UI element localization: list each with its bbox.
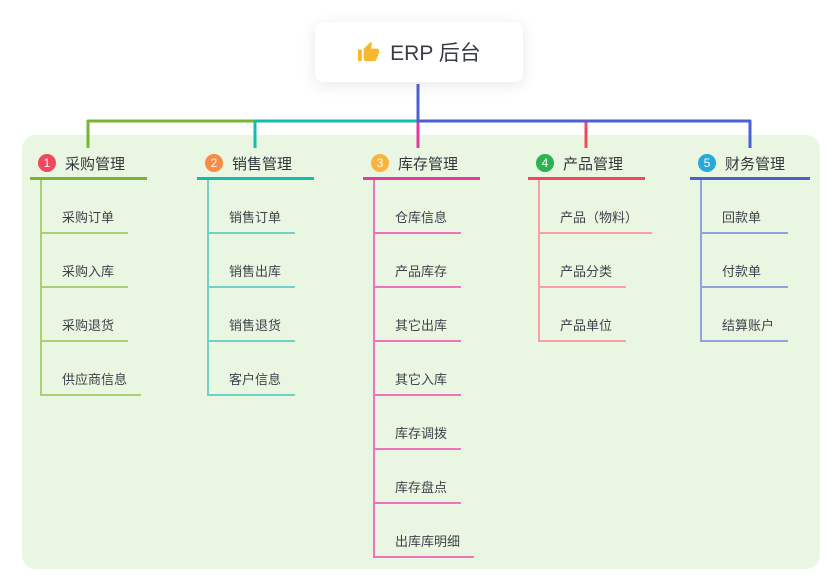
child-node[interactable]: 库存盘点 bbox=[375, 450, 462, 504]
branch-label: 库存管理 bbox=[398, 155, 459, 173]
child-label: 产品单位 bbox=[560, 318, 613, 333]
child-label: 客户信息 bbox=[229, 372, 282, 387]
background-panel bbox=[22, 135, 820, 569]
child-node[interactable]: 其它入库 bbox=[375, 342, 462, 396]
branch-node-sales[interactable]: 2 销售管理 bbox=[197, 149, 314, 180]
branch-finance: 5 财务管理 回款单 付款单 结算账户 bbox=[690, 149, 810, 342]
child-node[interactable]: 其它出库 bbox=[375, 288, 462, 342]
child-label: 产品分类 bbox=[560, 264, 613, 279]
child-node[interactable]: 结算账户 bbox=[702, 288, 789, 342]
child-label: 销售订单 bbox=[229, 210, 282, 225]
child-node[interactable]: 产品（物料） bbox=[540, 180, 653, 234]
child-node[interactable]: 销售订单 bbox=[209, 180, 296, 234]
child-node[interactable]: 产品单位 bbox=[540, 288, 627, 342]
child-label: 采购订单 bbox=[62, 210, 115, 225]
child-label: 产品库存 bbox=[395, 264, 448, 279]
branch-number-badge: 3 bbox=[371, 154, 389, 172]
branch-label: 财务管理 bbox=[725, 155, 786, 173]
branch-children: 仓库信息 产品库存 其它出库 其它入库 库存调拨 库存盘点 出库库明细 bbox=[373, 180, 475, 558]
branch-node-purchase[interactable]: 1 采购管理 bbox=[30, 149, 147, 180]
branch-number-badge: 2 bbox=[205, 154, 223, 172]
child-node[interactable]: 供应商信息 bbox=[42, 342, 142, 396]
child-node[interactable]: 采购退货 bbox=[42, 288, 129, 342]
child-label: 销售退货 bbox=[229, 318, 282, 333]
branch-number-badge: 4 bbox=[536, 154, 554, 172]
child-label: 仓库信息 bbox=[395, 210, 448, 225]
child-label: 供应商信息 bbox=[62, 372, 128, 387]
branch-label: 销售管理 bbox=[232, 155, 293, 173]
child-label: 出库库明细 bbox=[395, 534, 461, 549]
child-node[interactable]: 销售退货 bbox=[209, 288, 296, 342]
child-label: 采购入库 bbox=[62, 264, 115, 279]
child-label: 结算账户 bbox=[722, 318, 775, 333]
child-label: 其它出库 bbox=[395, 318, 448, 333]
child-node[interactable]: 回款单 bbox=[702, 180, 788, 234]
thumbs-up-icon bbox=[357, 41, 380, 64]
branch-node-product[interactable]: 4 产品管理 bbox=[528, 149, 645, 180]
root-label: ERP 后台 bbox=[390, 42, 481, 65]
child-node[interactable]: 库存调拨 bbox=[375, 396, 462, 450]
child-label: 回款单 bbox=[722, 210, 762, 225]
child-node[interactable]: 销售出库 bbox=[209, 234, 296, 288]
root-node[interactable]: ERP 后台 bbox=[315, 22, 523, 82]
child-node[interactable]: 出库库明细 bbox=[375, 504, 475, 558]
child-node[interactable]: 客户信息 bbox=[209, 342, 296, 396]
branch-node-finance[interactable]: 5 财务管理 bbox=[690, 149, 810, 180]
child-node[interactable]: 采购入库 bbox=[42, 234, 129, 288]
child-label: 库存调拨 bbox=[395, 426, 448, 441]
child-node[interactable]: 仓库信息 bbox=[375, 180, 462, 234]
child-label: 库存盘点 bbox=[395, 480, 448, 495]
branch-children: 产品（物料） 产品分类 产品单位 bbox=[538, 180, 653, 342]
branch-children: 回款单 付款单 结算账户 bbox=[700, 180, 789, 342]
branch-product: 4 产品管理 产品（物料） 产品分类 产品单位 bbox=[528, 149, 653, 342]
branch-children: 采购订单 采购入库 采购退货 供应商信息 bbox=[40, 180, 142, 396]
branch-node-inventory[interactable]: 3 库存管理 bbox=[363, 149, 480, 180]
branch-label: 采购管理 bbox=[65, 155, 126, 173]
child-label: 付款单 bbox=[722, 264, 762, 279]
branch-sales: 2 销售管理 销售订单 销售出库 销售退货 客户信息 bbox=[197, 149, 314, 396]
child-node[interactable]: 付款单 bbox=[702, 234, 788, 288]
child-node[interactable]: 采购订单 bbox=[42, 180, 129, 234]
branch-number-badge: 1 bbox=[38, 154, 56, 172]
child-label: 销售出库 bbox=[229, 264, 282, 279]
branch-purchase: 1 采购管理 采购订单 采购入库 采购退货 供应商信息 bbox=[30, 149, 147, 396]
branch-children: 销售订单 销售出库 销售退货 客户信息 bbox=[207, 180, 296, 396]
child-label: 其它入库 bbox=[395, 372, 448, 387]
branch-label: 产品管理 bbox=[563, 155, 624, 173]
child-node[interactable]: 产品分类 bbox=[540, 234, 627, 288]
child-node[interactable]: 产品库存 bbox=[375, 234, 462, 288]
branch-inventory: 3 库存管理 仓库信息 产品库存 其它出库 其它入库 库存调拨 库存盘点 出库库… bbox=[363, 149, 480, 558]
branch-number-badge: 5 bbox=[698, 154, 716, 172]
child-label: 产品（物料） bbox=[560, 210, 639, 225]
child-label: 采购退货 bbox=[62, 318, 115, 333]
